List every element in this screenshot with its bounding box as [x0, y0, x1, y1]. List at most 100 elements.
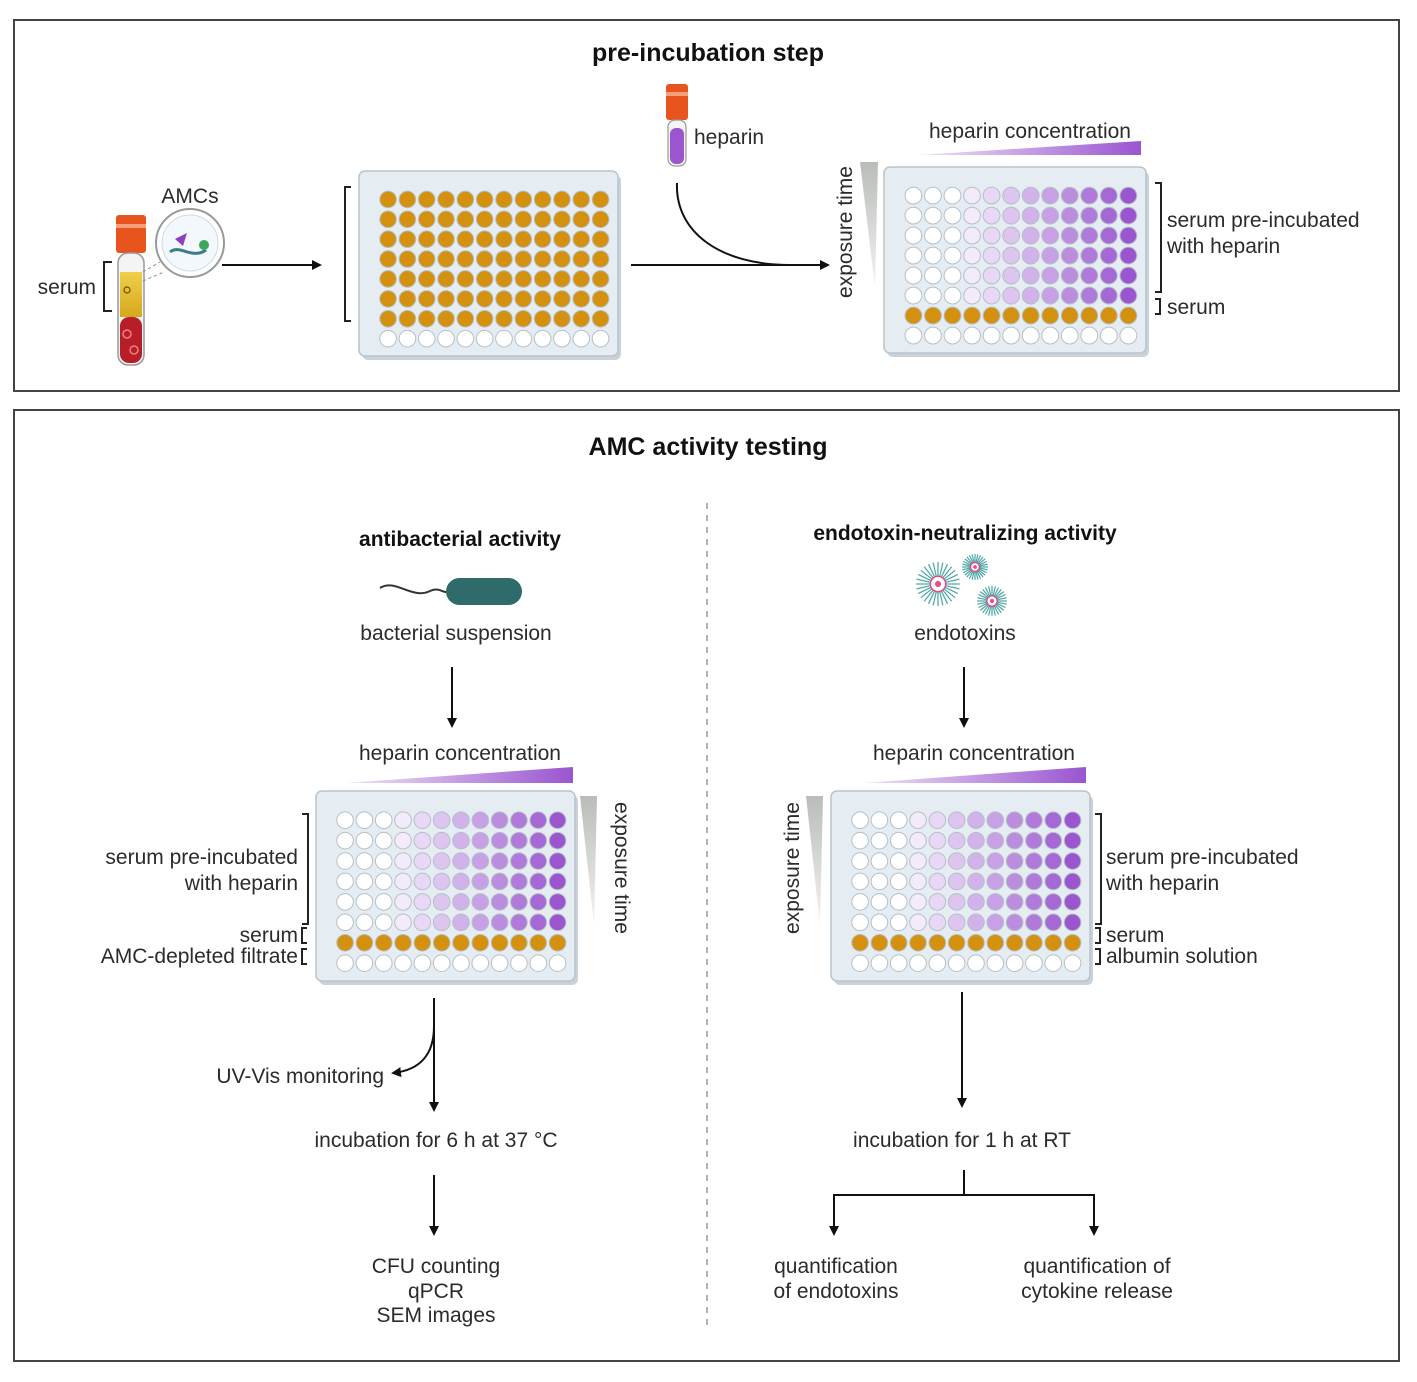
- well-plate-2: [883, 166, 1149, 357]
- plate-well: [398, 190, 417, 209]
- plate-well: [514, 270, 533, 288]
- amc-testing-title: AMC activity testing: [589, 433, 828, 461]
- plate-well: [495, 309, 513, 328]
- plate-well: [533, 290, 552, 308]
- plate-well: [1021, 286, 1040, 305]
- plate-well: [471, 831, 490, 850]
- heparin-gradient-2: [345, 767, 573, 783]
- plate-well: [1025, 811, 1043, 830]
- plate-well: [1044, 893, 1063, 911]
- plate-well: [413, 933, 432, 952]
- serum-preincubated-label-2a: serum pre-incubated: [105, 846, 298, 869]
- plate-well: [1041, 326, 1060, 345]
- plate-well: [1063, 933, 1082, 952]
- well-plate-1: [358, 170, 621, 360]
- plate-well: [398, 329, 417, 348]
- plate-well: [452, 954, 470, 972]
- plate-well: [379, 230, 397, 249]
- plate-well: [394, 933, 412, 952]
- plate-well: [398, 290, 417, 308]
- plate-well: [1041, 186, 1060, 205]
- plate-well: [1002, 306, 1021, 325]
- plate-well: [456, 329, 475, 348]
- plate-well: [379, 309, 397, 328]
- plate-well: [986, 811, 1005, 830]
- plate-well: [355, 913, 374, 932]
- plate-well: [947, 811, 966, 830]
- well-plate-3: [315, 790, 578, 985]
- plate-well: [963, 266, 981, 285]
- plate-well: [374, 954, 393, 972]
- plate-well: [553, 309, 571, 328]
- plate-well: [490, 872, 509, 891]
- plate-well: [572, 270, 591, 288]
- plate-well: [374, 893, 393, 911]
- plate-well: [1060, 186, 1079, 205]
- exposure-gradient-3: [806, 796, 823, 925]
- plate-well: [417, 230, 436, 249]
- plate-well: [336, 933, 354, 952]
- endotoxins-label: endotoxins: [914, 622, 1016, 645]
- plate-well: [456, 190, 475, 209]
- plate-well: [1041, 226, 1060, 245]
- plate-well: [889, 954, 908, 972]
- plate-well: [1005, 811, 1024, 830]
- plate-well: [851, 954, 869, 972]
- plate-well: [1080, 186, 1099, 205]
- plate-well: [1063, 872, 1082, 891]
- plate-well: [374, 852, 393, 870]
- plate-well: [437, 230, 455, 249]
- plate-well: [1119, 266, 1138, 285]
- plate-well: [533, 329, 552, 348]
- serum-row-label-3: serum: [1106, 924, 1164, 947]
- plate-well: [1005, 933, 1024, 952]
- plate-well: [355, 831, 374, 850]
- plate-well: [437, 290, 455, 308]
- plate-well: [947, 872, 966, 891]
- plate-well: [924, 286, 942, 305]
- plate-well: [967, 852, 985, 870]
- plate-well: [982, 186, 1001, 205]
- heparin-gradient-3: [862, 767, 1086, 783]
- plate-well: [394, 872, 412, 891]
- plate-well: [413, 954, 432, 972]
- plate-well: [456, 230, 475, 249]
- plate-well: [889, 872, 908, 891]
- plate-well: [986, 893, 1005, 911]
- plate-well: [870, 831, 889, 850]
- heparin-gradient-1: [918, 141, 1141, 155]
- plate-well: [870, 954, 889, 972]
- plate-well: [529, 872, 548, 891]
- plate-well: [909, 933, 927, 952]
- plate-well: [870, 852, 889, 870]
- plate-well: [452, 913, 470, 932]
- plate-well: [529, 913, 548, 932]
- plate-well: [475, 309, 494, 328]
- plate-well: [924, 246, 942, 265]
- plate-well: [963, 206, 981, 225]
- plate-well: [1005, 913, 1024, 932]
- plate-well: [432, 852, 451, 870]
- plate-well: [355, 872, 374, 891]
- plate-well: [909, 893, 927, 911]
- plate-well: [1099, 186, 1118, 205]
- plate-well: [1099, 206, 1118, 225]
- plate-well: [475, 329, 494, 348]
- plate-well: [982, 286, 1001, 305]
- plate-well: [514, 309, 533, 328]
- plate-well: [471, 872, 490, 891]
- plate-well: [514, 230, 533, 249]
- plate-well: [490, 811, 509, 830]
- plate-well: [1005, 893, 1024, 911]
- plate-well: [967, 811, 985, 830]
- plate-well: [986, 933, 1005, 952]
- plate-well: [943, 226, 962, 245]
- plate-well: [475, 250, 494, 268]
- plate-well: [1041, 306, 1060, 325]
- plate-well: [533, 270, 552, 288]
- plate-well: [1080, 306, 1099, 325]
- well-plate-4: [830, 790, 1093, 985]
- plate-well: [437, 309, 455, 328]
- plate-well: [533, 190, 552, 209]
